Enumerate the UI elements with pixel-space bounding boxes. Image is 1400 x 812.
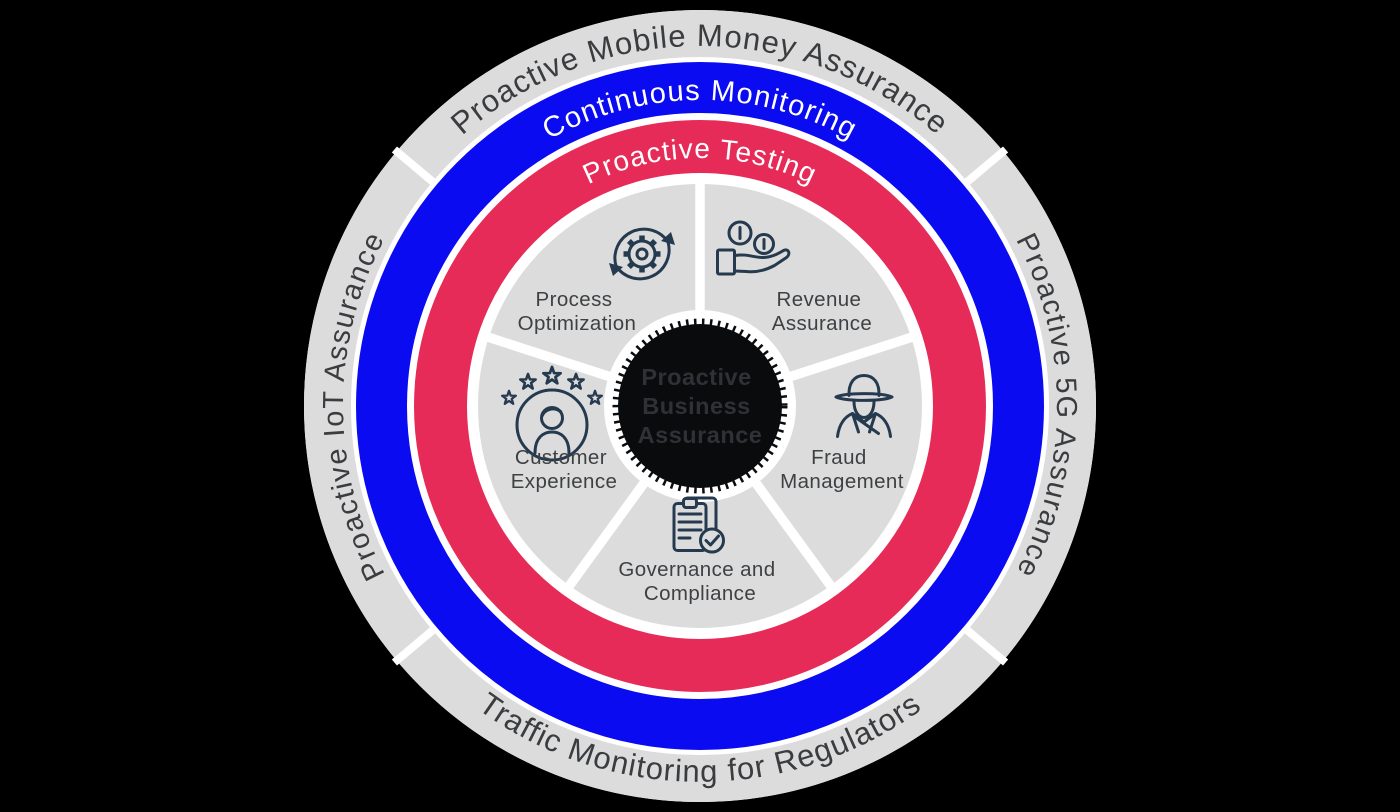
person-stars-icon: [501, 365, 603, 462]
ring-divider: [960, 624, 1009, 666]
ring-divider: [391, 146, 440, 188]
segment-label: Customer Experience: [511, 446, 618, 493]
segment-process-optimization: Process Optimization: [518, 227, 675, 335]
outer-ring-band: [304, 10, 1096, 802]
segment-label-line2: Experience: [511, 470, 618, 493]
center-title-line1: Proactive: [641, 364, 751, 390]
segment-label: Revenue Assurance: [772, 288, 872, 335]
segment-divider: [782, 330, 921, 384]
segment-divider: [479, 330, 618, 384]
segment-divider: [560, 474, 653, 595]
ring-divider: [960, 146, 1009, 188]
segment-label-line1: Process: [536, 288, 613, 311]
center-title-line2: Business: [642, 393, 751, 419]
segment-label: Process Optimization: [518, 288, 637, 335]
segment-divider: [747, 474, 840, 595]
segment-dividers: [479, 176, 921, 595]
segment-label: Fraud Management: [780, 446, 904, 493]
segment-label-line2: Management: [780, 470, 904, 493]
center-circle-serrated-edge: [612, 318, 788, 494]
cycle-gear-icon: [609, 227, 675, 281]
outer-assurance-ring: [304, 10, 1096, 802]
clipboard-check-icon: [672, 496, 725, 554]
proactive-testing-ring: [414, 120, 986, 692]
segment-label-line2: Optimization: [518, 312, 637, 335]
segment-wheel: [478, 176, 922, 628]
segment-label: Governance and Compliance: [618, 558, 781, 605]
segment-label-line1: Customer: [515, 446, 607, 469]
continuous-monitoring-ring: [356, 62, 1044, 750]
segment-label-line1: Revenue: [777, 288, 862, 311]
center-hub: Proactive Business Assurance: [612, 318, 788, 494]
center-circle: [618, 324, 782, 488]
segment-label-line1: Governance and: [618, 558, 775, 581]
segment-customer-experience: Customer Experience: [501, 365, 618, 493]
detective-icon: [834, 374, 894, 438]
hand-coins-icon: [716, 220, 791, 276]
ring-divider: [391, 624, 440, 666]
segment-governance-compliance: Governance and Compliance: [618, 496, 781, 605]
segment-label-line2: Assurance: [772, 312, 872, 335]
segment-label-line1: Fraud: [811, 446, 867, 469]
segment-fraud-management: Fraud Management: [780, 374, 904, 493]
segment-revenue-assurance: Revenue Assurance: [716, 220, 872, 335]
segment-label-line2: Compliance: [644, 582, 756, 605]
center-title-line3: Assurance: [638, 422, 763, 448]
center-title: Proactive Business Assurance: [638, 364, 763, 448]
outer-ring-dividers: [391, 146, 1009, 666]
